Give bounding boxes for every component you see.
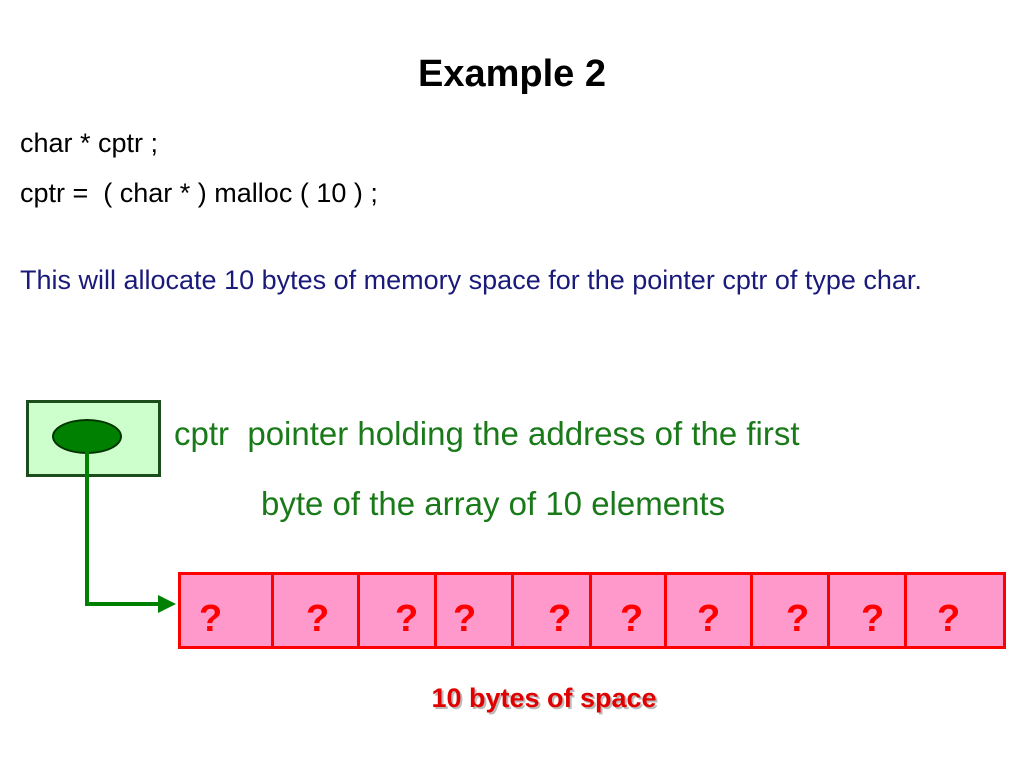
array-cell-value: ? [453, 598, 477, 640]
array-cell-1 [271, 572, 360, 649]
pointer-label-line1: cptr pointer holding the address of the … [174, 415, 800, 452]
array-cell-value: ? [548, 598, 572, 640]
array-cell-value: ? [395, 598, 419, 640]
array-cell-value: ? [199, 598, 223, 640]
array-cell-value: ? [861, 598, 885, 640]
description-text: This will allocate 10 bytes of memory sp… [20, 265, 922, 295]
code-line-declaration: char * cptr ; [20, 128, 159, 158]
array-cell-7 [750, 572, 830, 649]
array-cell-value: ? [937, 598, 961, 640]
pointer-label-line2: byte of the array of 10 elements [261, 485, 726, 522]
array-cell-0 [178, 572, 274, 649]
array-cell-2 [357, 572, 437, 649]
array-cell-4 [511, 572, 592, 649]
array-size-caption: 10 bytes of space [431, 683, 657, 713]
pointer-address-dot [52, 419, 122, 454]
array-cell-value: ? [697, 598, 721, 640]
array-cell-value: ? [620, 598, 644, 640]
slide-title: Example 2 [418, 53, 606, 95]
array-cell-value: ? [786, 598, 810, 640]
array-cell-9 [904, 572, 1006, 649]
array-cell-value: ? [306, 598, 330, 640]
array-cell-8 [827, 572, 907, 649]
code-line-malloc: cptr = ( char * ) malloc ( 10 ) ; [20, 178, 378, 208]
